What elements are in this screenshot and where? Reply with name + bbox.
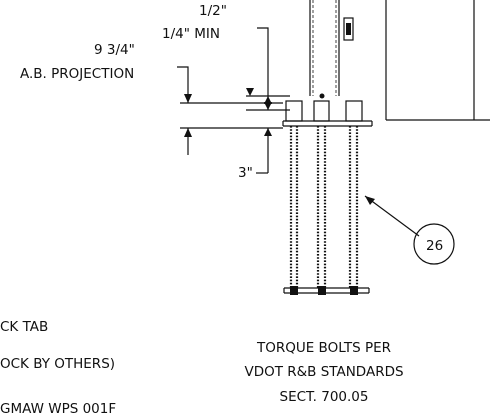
anchor-bolt-2 [313, 100, 330, 288]
dim-nine-three-quarter: 9 3/4" [94, 42, 135, 58]
lock-tab [343, 17, 354, 41]
torque-note-line-3: SECT. 700.05 [280, 389, 369, 405]
top-dimension-leader [246, 27, 290, 111]
left-note-line-3: GMAW WPS 001F [0, 401, 116, 413]
dim-quarter-min: 1/4" MIN [162, 26, 220, 42]
callout-26-leader [364, 195, 420, 237]
dim-three-inch: 3" [238, 165, 253, 181]
three-inch-dimension [256, 128, 272, 174]
callout-26-bubble [413, 223, 455, 265]
anchor-bolt-1 [285, 100, 303, 288]
dim-ab-projection: A.B. PROJECTION [20, 66, 134, 82]
left-note-line-2: OCK BY OTHERS) [0, 356, 115, 372]
callout-number: 26 [426, 238, 443, 254]
base-plate [282, 120, 373, 127]
torque-note-line-1: TORQUE BOLTS PER [256, 340, 391, 356]
center-mark [319, 93, 325, 99]
torque-note-line-2: VDOT R&B STANDARDS [244, 364, 403, 380]
left-note-line-1: CK TAB [0, 319, 48, 335]
anchor-bolt-3 [345, 100, 363, 288]
upper-post [309, 0, 490, 121]
projection-dimension [177, 66, 283, 155]
bottom-template [283, 286, 370, 295]
dim-one-half: 1/2" [199, 3, 227, 19]
